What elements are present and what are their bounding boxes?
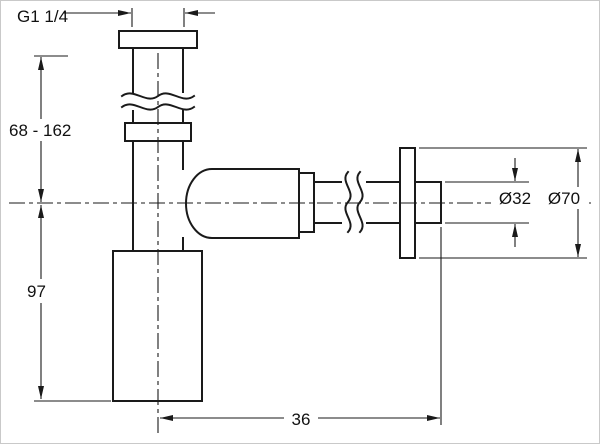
thread-size-label: G1 1/4 (17, 7, 68, 26)
inlet-break-line-2 (120, 103, 196, 111)
pipe-dia-label-bg (491, 187, 539, 209)
outlet-pipe-seg2 (366, 181, 401, 224)
flange-diameter-label: Ø70 (548, 189, 580, 208)
wall-offset-label: 36 (292, 410, 311, 429)
outlet-break-line-1 (344, 170, 352, 234)
pipe-diameter-label: Ø32 (499, 189, 531, 208)
flange-dia-label-bg (539, 187, 589, 209)
flange-dia-extension-lines (419, 147, 587, 259)
height-label-bg (5, 119, 97, 141)
thread-extension-lines (131, 8, 185, 27)
adjustable-height-label: 68 - 162 (9, 121, 71, 140)
trap-housing (132, 140, 184, 252)
body-depth-label: 97 (27, 282, 46, 301)
label-backgrounds (5, 119, 589, 431)
pipe-dia-extension-lines (445, 181, 529, 224)
offset-label-bg (284, 407, 318, 431)
inlet-pipe-upper (132, 47, 184, 93)
inlet-pipe-lower (132, 110, 184, 124)
trap-body-geometry (112, 30, 442, 402)
inlet-top-nut (118, 30, 198, 49)
outlet-pipe-seg1 (313, 181, 342, 224)
outlet-break-line-2 (356, 170, 364, 234)
depth-label-bg (21, 279, 55, 303)
center-lines (9, 53, 591, 433)
dimension-labels: G1 1/4 68 - 162 97 Ø32 Ø70 36 (9, 7, 580, 429)
